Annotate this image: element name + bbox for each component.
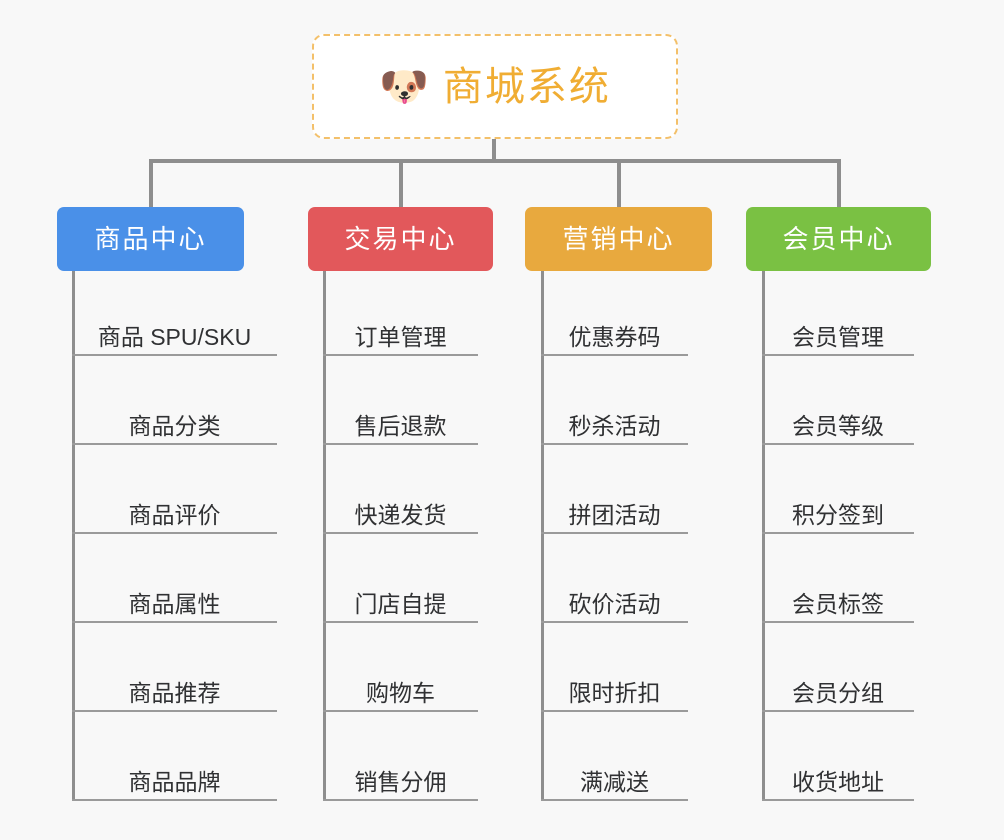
root-node[interactable]: 🐶 商城系统: [312, 34, 678, 139]
leaf-item[interactable]: 砍价活动: [541, 542, 688, 623]
leaf-item-label: 购物车: [366, 679, 435, 706]
leaf-item[interactable]: 拼团活动: [541, 453, 688, 534]
connector-drop-member-center: [836, 159, 841, 207]
category-box-marketing-center[interactable]: 营销中心: [525, 207, 712, 271]
leaf-item[interactable]: 订单管理: [323, 275, 478, 356]
category-label: 营销中心: [562, 224, 675, 254]
leaf-item-label: 售后退款: [354, 412, 447, 439]
leaf-item-label: 会员等级: [792, 412, 884, 439]
leaf-item-label: 商品属性: [128, 590, 221, 617]
leaf-item[interactable]: 商品评价: [72, 453, 277, 534]
leaf-item[interactable]: 商品品牌: [72, 720, 277, 801]
leaf-item[interactable]: 会员标签: [762, 542, 914, 623]
leaf-item-label: 商品品牌: [128, 768, 221, 795]
leaf-item[interactable]: 商品推荐: [72, 631, 277, 712]
leaf-item[interactable]: 商品 SPU/SKU: [72, 275, 277, 356]
leaf-item-label: 门店自提: [354, 590, 447, 617]
category-label: 会员中心: [782, 224, 895, 254]
leaf-item-label: 积分签到: [792, 501, 884, 528]
leaf-item-label: 商品 SPU/SKU: [97, 323, 252, 350]
leaf-item[interactable]: 秒杀活动: [541, 364, 688, 445]
leaf-item-label: 秒杀活动: [568, 412, 661, 439]
leaf-item-label: 商品推荐: [128, 679, 221, 706]
leaf-item[interactable]: 商品分类: [72, 364, 277, 445]
category-box-member-center[interactable]: 会员中心: [746, 207, 931, 271]
leaf-item-label: 优惠券码: [568, 323, 661, 350]
leaf-item-label: 商品评价: [128, 501, 221, 528]
root-title: 商城系统: [442, 64, 611, 109]
leaf-item-label: 销售分佣: [354, 768, 447, 795]
leaf-item-label: 订单管理: [354, 323, 447, 350]
shiba-dog-face-icon: 🐶: [379, 64, 429, 109]
category-label: 交易中心: [344, 224, 457, 254]
leaf-item[interactable]: 商品属性: [72, 542, 277, 623]
leaf-item[interactable]: 会员管理: [762, 275, 914, 356]
leaf-item[interactable]: 门店自提: [323, 542, 478, 623]
leaf-item[interactable]: 购物车: [323, 631, 478, 712]
category-box-product-center[interactable]: 商品中心: [57, 207, 244, 271]
leaf-item[interactable]: 满减送: [541, 720, 688, 801]
leaf-item[interactable]: 会员分组: [762, 631, 914, 712]
category-label: 商品中心: [94, 224, 207, 254]
leaf-spine-product-center: [72, 271, 75, 801]
connector-drop-product-center: [148, 159, 153, 207]
leaf-item-label: 拼团活动: [568, 501, 661, 528]
connector-drop-marketing-center: [616, 159, 621, 207]
leaf-item[interactable]: 会员等级: [762, 364, 914, 445]
leaf-item-label: 快递发货: [354, 501, 447, 528]
leaf-item-label: 满减送: [580, 768, 649, 795]
leaf-item-label: 会员分组: [792, 679, 884, 706]
leaf-item-label: 砍价活动: [568, 590, 661, 617]
leaf-item[interactable]: 售后退款: [323, 364, 478, 445]
connector-root-stem: [492, 139, 496, 162]
leaf-item-label: 会员管理: [792, 323, 884, 350]
leaf-spine-trade-center: [323, 271, 326, 801]
connector-horizontal-bus: [150, 159, 840, 163]
leaf-item[interactable]: 快递发货: [323, 453, 478, 534]
leaf-item-label: 收货地址: [792, 768, 884, 795]
leaf-item[interactable]: 限时折扣: [541, 631, 688, 712]
leaf-item[interactable]: 优惠券码: [541, 275, 688, 356]
category-box-trade-center[interactable]: 交易中心: [308, 207, 493, 271]
leaf-item-label: 限时折扣: [568, 679, 661, 706]
leaf-item[interactable]: 销售分佣: [323, 720, 478, 801]
leaf-item-label: 商品分类: [128, 412, 221, 439]
connector-drop-trade-center: [398, 159, 403, 207]
leaf-item[interactable]: 积分签到: [762, 453, 914, 534]
leaf-item[interactable]: 收货地址: [762, 720, 914, 801]
leaf-item-label: 会员标签: [792, 590, 884, 617]
leaf-spine-marketing-center: [541, 271, 544, 801]
leaf-spine-member-center: [762, 271, 765, 801]
